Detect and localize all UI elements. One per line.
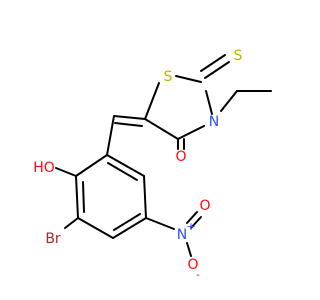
- bond-n-o-top-double-b: [190, 216, 202, 229]
- bond-c5-s1: [144, 82, 160, 120]
- molecule-structure-diagram: S S N O HO Br N + O O -: [33, 48, 272, 281]
- atom-label-o-nitro-top: O: [199, 198, 210, 214]
- bond-c2-n3: [205, 90, 213, 115]
- bond-c2-s-double-b: [200, 54, 226, 72]
- bond-group: [55, 54, 272, 257]
- bond-methine-c5-double-a: [113, 115, 146, 120]
- bond-s1-c2: [175, 75, 202, 83]
- bond-c2ar-c3ar-inner: [82, 181, 85, 213]
- atom-charge-n-nitro: +: [186, 220, 195, 233]
- atom-label-n-nitro: N: [177, 227, 187, 243]
- atom-label-hydroxyl: HO: [33, 160, 55, 176]
- atom-charge-o-nitro-bottom: -: [196, 268, 200, 281]
- atom-label-o-nitro-bottom: O: [187, 257, 198, 273]
- atom-label-group: S S N O HO Br N + O O -: [33, 48, 242, 281]
- bond-c3ar-br: [64, 217, 79, 229]
- bond-c2ar-c3ar: [75, 175, 79, 219]
- atom-label-s-ring: S: [164, 69, 173, 85]
- bond-c4ar-c5ar: [112, 217, 147, 239]
- bond-n3-ch2: [220, 90, 238, 112]
- bond-c2-s-double-a: [204, 61, 230, 79]
- bond-n-o-top-double-a: [186, 211, 198, 224]
- bond-c5ar-c6ar: [143, 175, 147, 219]
- atom-label-o-carbonyl: O: [175, 149, 186, 165]
- atom-label-bromine: Br: [45, 231, 61, 247]
- bond-c4-c5: [144, 118, 179, 140]
- bond-n-o-bottom: [186, 242, 192, 257]
- bond-c5ar-no2: [145, 217, 175, 230]
- bond-c6ar-c1-inner: [107, 162, 138, 181]
- bond-n3-c4: [177, 125, 205, 140]
- atom-label-s-thione: S: [234, 48, 243, 64]
- bond-c1-c2ar: [75, 154, 108, 177]
- bond-c4ar-c5ar-inner: [113, 213, 141, 231]
- atom-label-n-ring: N: [209, 114, 219, 130]
- bond-c6ar-c1: [106, 154, 145, 177]
- bond-methine-c5-double-b: [114, 122, 143, 127]
- bond-c2ar-oh: [55, 167, 77, 177]
- bond-c3ar-c4ar: [77, 217, 114, 239]
- bond-methine-c1: [106, 115, 115, 156]
